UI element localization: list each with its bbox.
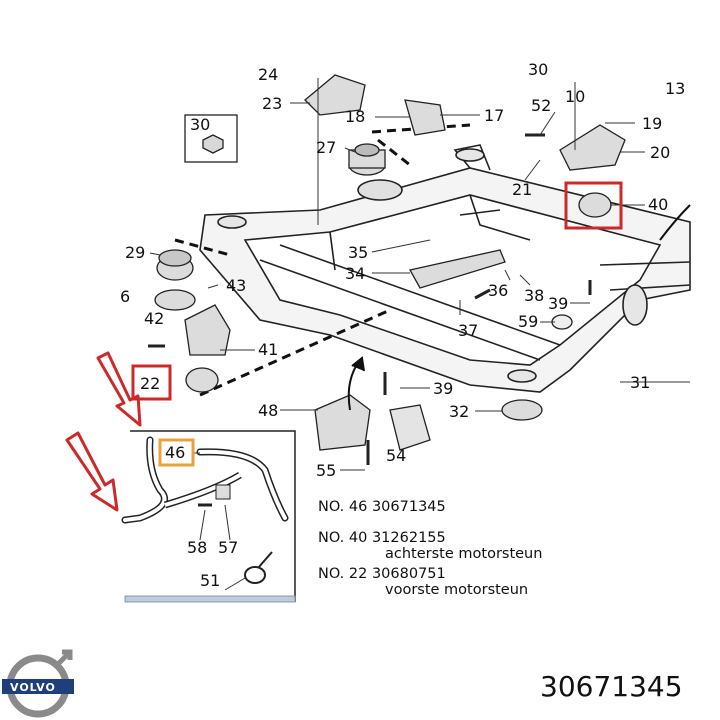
part-notes: NO. 46 30671345 NO. 40 31262155 achterst… — [318, 499, 542, 598]
hose-inset — [121, 430, 296, 603]
callout-18: 18 — [345, 107, 365, 126]
note-line-4: NO. 22 30680751 — [318, 566, 446, 582]
note-line-3: achterste motorsteun — [385, 546, 542, 562]
callout-51: 51 — [200, 571, 220, 590]
callout-43: 43 — [226, 276, 246, 295]
callout-35: 35 — [348, 243, 368, 262]
red-arrows — [65, 351, 142, 512]
callout-22: 22 — [140, 374, 160, 393]
callout-37: 37 — [458, 321, 478, 340]
callout-6: 6 — [120, 287, 130, 306]
callout-19: 19 — [642, 114, 662, 133]
callout-29: 29 — [125, 243, 145, 262]
callout-55: 55 — [316, 461, 336, 480]
motion-arrows — [347, 204, 691, 411]
note-line-2: NO. 40 31262155 — [318, 530, 446, 546]
highlight-part-46 — [158, 438, 195, 467]
callout-54: 54 — [386, 446, 406, 465]
highlight-part-22 — [131, 364, 172, 401]
callout-36: 36 — [488, 281, 508, 300]
callout-23: 23 — [262, 94, 282, 113]
part-number: 30671345 — [540, 670, 683, 703]
callout-58: 58 — [187, 538, 207, 557]
highlight-boxes — [131, 181, 623, 401]
highlight-part-40 — [564, 181, 623, 230]
callout-48: 48 — [258, 401, 278, 420]
parts — [148, 74, 626, 465]
arrow-to-hose-end — [65, 431, 119, 512]
callout-46: 46 — [165, 443, 185, 462]
callout-labels: 24 23 30 10 13 30 18 17 52 19 27 20 21 4… — [120, 60, 685, 590]
callout-17: 17 — [484, 106, 504, 125]
volvo-wordmark: VOLVO — [10, 681, 56, 694]
arrow-to-hose-top — [96, 351, 142, 427]
callout-10: 10 — [565, 87, 585, 106]
callout-24: 24 — [258, 65, 278, 84]
callout-32: 32 — [449, 402, 469, 421]
callout-59: 59 — [518, 312, 538, 331]
callout-27: 27 — [316, 138, 336, 157]
callout-40: 40 — [648, 195, 668, 214]
callout-30-top: 30 — [528, 60, 548, 79]
callout-42: 42 — [144, 309, 164, 328]
callout-30: 30 — [190, 115, 210, 134]
callout-38: 38 — [524, 286, 544, 305]
note-line-5: voorste motorsteun — [385, 582, 528, 598]
callout-41: 41 — [258, 340, 278, 359]
callout-39-b: 39 — [433, 379, 453, 398]
callout-31: 31 — [630, 373, 650, 392]
callout-13: 13 — [665, 79, 685, 98]
callout-21: 21 — [512, 180, 532, 199]
callout-39-a: 39 — [548, 294, 568, 313]
volvo-logo: VOLVO — [2, 649, 74, 718]
callout-20: 20 — [650, 143, 670, 162]
label-leaders — [149, 78, 690, 471]
callout-34: 34 — [345, 264, 365, 283]
callout-57: 57 — [218, 538, 238, 557]
callout-52: 52 — [531, 96, 551, 115]
note-line-1: NO. 46 30671345 — [318, 499, 446, 515]
